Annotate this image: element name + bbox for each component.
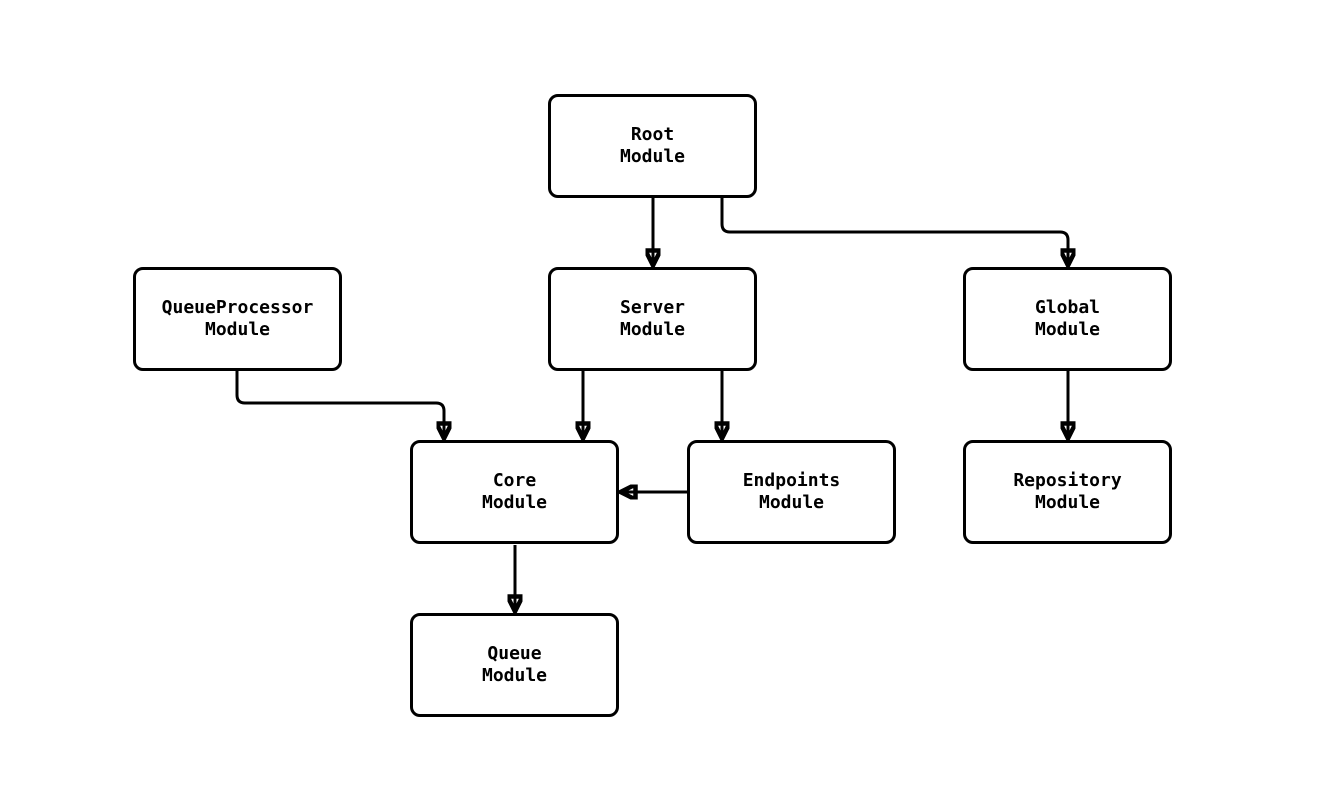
node-repository-module: Repository Module xyxy=(963,440,1172,544)
edge-queueprocessor-to-core xyxy=(235,371,444,437)
node-label-line: Root xyxy=(630,124,675,145)
node-label-line: Server xyxy=(619,297,686,318)
node-global-module: Global Module xyxy=(963,267,1172,371)
node-label-line: Global xyxy=(1034,297,1101,318)
node-label-line: QueueProcessor xyxy=(161,297,314,318)
edge-root-to-global xyxy=(720,198,1068,264)
node-core-module: Core Module xyxy=(410,440,619,544)
node-label-line: Module xyxy=(1034,319,1101,340)
node-queue-module: Queue Module xyxy=(410,613,619,717)
node-queueprocessor-module: QueueProcessor Module xyxy=(133,267,342,371)
node-label-line: Module xyxy=(619,146,686,167)
node-label-line: Repository xyxy=(1013,470,1122,491)
node-label-line: Queue xyxy=(487,643,542,664)
node-root-module: Root Module xyxy=(548,94,757,198)
node-server-module: Server Module xyxy=(548,267,757,371)
node-endpoints-module: Endpoints Module xyxy=(687,440,896,544)
node-label-line: Module xyxy=(481,665,548,686)
node-label-line: Module xyxy=(204,319,271,340)
node-label-line: Module xyxy=(481,492,548,513)
node-label-line: Endpoints xyxy=(742,470,841,491)
node-label-line: Module xyxy=(619,319,686,340)
node-label-line: Module xyxy=(758,492,825,513)
node-label-line: Module xyxy=(1034,492,1101,513)
node-label-line: Core xyxy=(492,470,537,491)
